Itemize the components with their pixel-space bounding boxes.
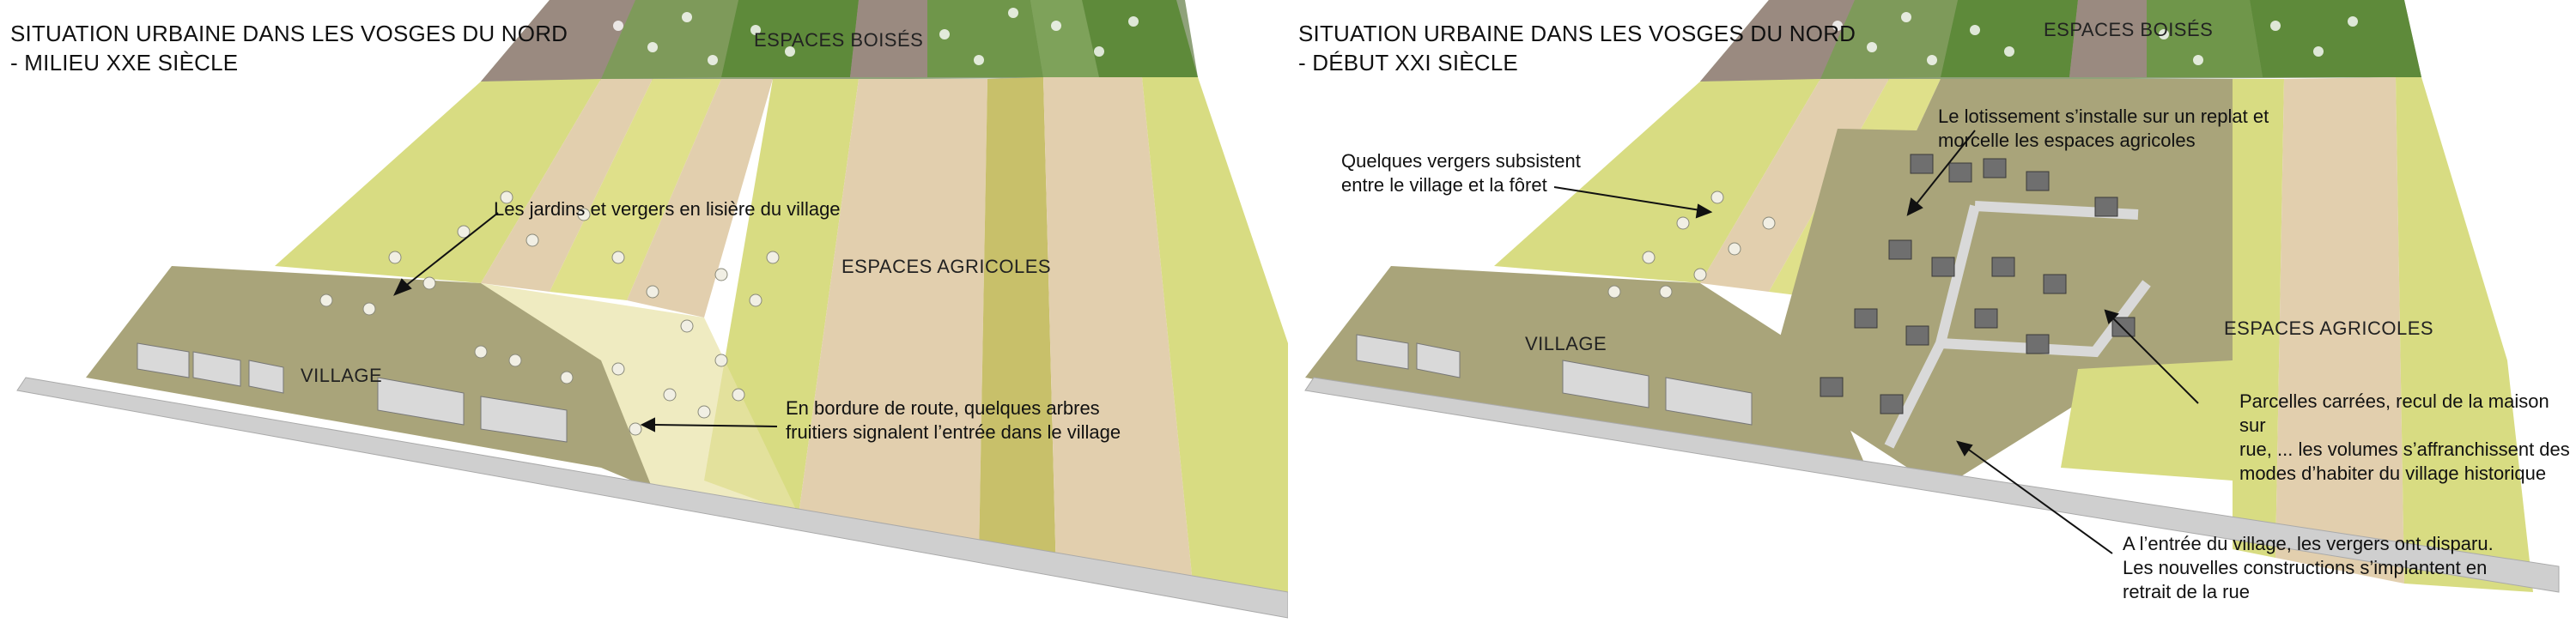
zone-label-forest: ESPACES BOISÉS <box>2044 19 2214 40</box>
annotation-gardens: Les jardins et vergers en lisière du vil… <box>494 198 841 220</box>
forest-strip <box>481 0 635 82</box>
field-strip <box>2233 79 2284 558</box>
village-houses <box>137 342 568 443</box>
zone-label-forest: ESPACES BOISÉS <box>754 29 924 51</box>
landscape-illustration-left <box>16 0 1288 619</box>
forest-strip <box>1941 0 2078 77</box>
annotation-plots: Parcelles carrées, recul de la maison su… <box>2239 390 2570 484</box>
forest-strip <box>601 0 738 79</box>
panel-mid-20th-century: SITUATION URBAINE DANS LES VOSGES DU NOR… <box>10 0 1288 619</box>
forest-strip <box>1030 0 1099 77</box>
forest-strip <box>2069 0 2147 77</box>
annotation-entrance: A l’entrée du village, les vergers ont d… <box>2123 533 2494 602</box>
orchard-belt <box>283 283 799 515</box>
arrow-subdivision <box>1914 130 1976 207</box>
page-title: SITUATION URBAINE DANS LES VOSGES DU NOR… <box>10 21 568 76</box>
panel-early-21st-century: SITUATION URBAINE DANS LES VOSGES DU NOR… <box>1288 0 2576 629</box>
field-strip <box>2275 77 2404 584</box>
road <box>16 377 1288 619</box>
landscape-illustration-right <box>1304 0 2560 593</box>
zone-label-fields: ESPACES AGRICOLES <box>841 256 1052 277</box>
arrow-plots <box>2111 317 2199 404</box>
field-strip <box>1043 77 1194 592</box>
field-strip <box>1494 79 1820 283</box>
field-strip <box>481 79 653 292</box>
annotation-subdivision: Le lotissement s’installe sur un replat … <box>1938 106 2269 151</box>
zone-label-village: VILLAGE <box>301 365 383 386</box>
field-strip <box>275 79 601 283</box>
annotation-road-trees: En bordure de route, quelques arbres fru… <box>786 397 1121 443</box>
forest-trees <box>1832 12 2358 65</box>
annotation-orchards: Quelques vergers subsistent entre le vil… <box>1341 150 1581 196</box>
field-strip <box>1142 77 1288 601</box>
arrow-entrance <box>1965 447 2113 554</box>
arrow-orchards <box>1553 186 1701 211</box>
page-title: SITUATION URBAINE DANS LES VOSGES DU NOR… <box>1298 21 1856 76</box>
forest-strip <box>850 0 927 77</box>
forest-strip <box>1820 0 1958 79</box>
field-strip <box>979 77 1056 575</box>
forest-strip <box>721 0 859 77</box>
arrow-road-trees <box>652 424 778 427</box>
forest-strip <box>1082 0 1198 77</box>
forest-strip <box>1700 0 1855 82</box>
forest-strip <box>2250 0 2421 77</box>
forest-trees <box>613 8 1139 65</box>
field-strip <box>627 79 773 318</box>
zone-label-village: VILLAGE <box>1525 333 1607 354</box>
field-plot <box>2061 360 2233 481</box>
orchard-trees <box>1607 191 1776 299</box>
field-strip <box>2396 77 2533 592</box>
forest-strip <box>927 0 1043 77</box>
zone-label-fields: ESPACES AGRICOLES <box>2224 318 2434 339</box>
new-houses <box>1820 154 2136 414</box>
village-houses <box>1356 334 1753 426</box>
orchard-trees <box>319 191 780 436</box>
field-strip <box>799 79 987 558</box>
field-strip <box>550 79 721 300</box>
forest-strip <box>2147 0 2263 77</box>
arrow-gardens <box>403 212 499 288</box>
road <box>1304 377 2560 593</box>
